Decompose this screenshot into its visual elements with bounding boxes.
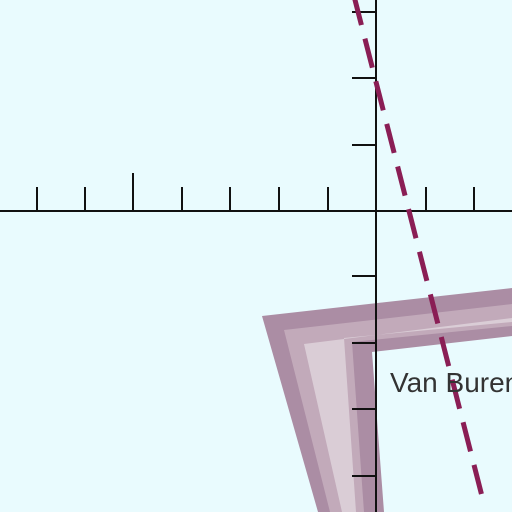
road-band [262, 288, 512, 512]
street-label: Van Buren [390, 367, 512, 398]
x-axis-ticks [36, 173, 475, 211]
